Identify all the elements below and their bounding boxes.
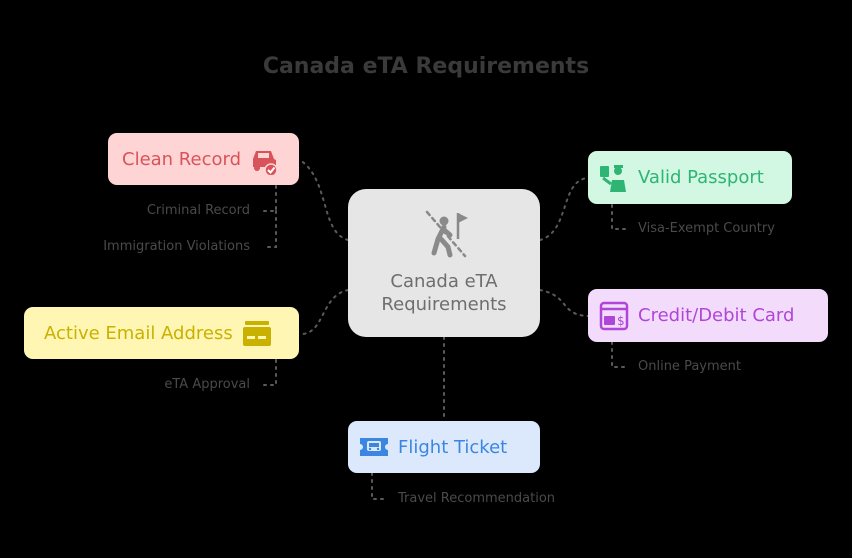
link-eta-approval: [261, 359, 277, 386]
diagram-title: Canada eTA Requirements: [262, 54, 590, 79]
hiker-flag-icon: [425, 210, 468, 258]
node-credit-debit[interactable]: $ Credit/Debit Card: [588, 289, 828, 342]
node-credit-debit-label: Credit/Debit Card: [638, 305, 795, 326]
link-clean-record: [299, 159, 349, 241]
central-node-line1: Canada eTA: [390, 271, 498, 292]
card-payment-icon: $: [599, 301, 629, 330]
link-visa-exempt: [611, 204, 629, 230]
central-node-line2: Requirements: [381, 294, 507, 315]
passport-officer-icon: [600, 164, 626, 192]
node-flight-ticket[interactable]: Flight Ticket: [348, 421, 540, 473]
node-active-email[interactable]: Active Email Address: [24, 307, 299, 359]
car-check-icon: [253, 151, 278, 175]
sub-visa-exempt-country: Visa-Exempt Country: [638, 221, 775, 236]
node-clean-record-label: Clean Record: [122, 148, 241, 170]
sub-eta-approval: eTA Approval: [164, 377, 250, 392]
link-valid-passport: [539, 177, 589, 241]
node-active-email-label: Active Email Address: [44, 322, 233, 344]
link-immigration-violations: [263, 210, 277, 248]
link-criminal-record: [263, 185, 277, 212]
sub-criminal-record: Criminal Record: [146, 203, 250, 218]
link-online-payment: [611, 341, 629, 368]
sub-immigration-violations: Immigration Violations: [103, 239, 250, 254]
sub-travel-recommendation: Travel Recommendation: [398, 491, 556, 506]
node-valid-passport[interactable]: Valid Passport: [588, 151, 792, 204]
link-active-email: [299, 289, 349, 336]
node-clean-record[interactable]: Clean Record: [108, 133, 299, 185]
link-travel-recommendation: [371, 472, 389, 500]
node-valid-passport-label: Valid Passport: [638, 167, 764, 188]
node-flight-ticket-label: Flight Ticket: [398, 436, 508, 458]
sub-online-payment: Online Payment: [638, 359, 741, 374]
central-node[interactable]: Canada eTA Requirements: [348, 189, 540, 337]
link-credit-debit: [539, 289, 589, 317]
email-stack-icon: [242, 321, 271, 346]
svg-text:$: $: [617, 314, 625, 328]
bus-ticket-icon: [360, 438, 388, 456]
